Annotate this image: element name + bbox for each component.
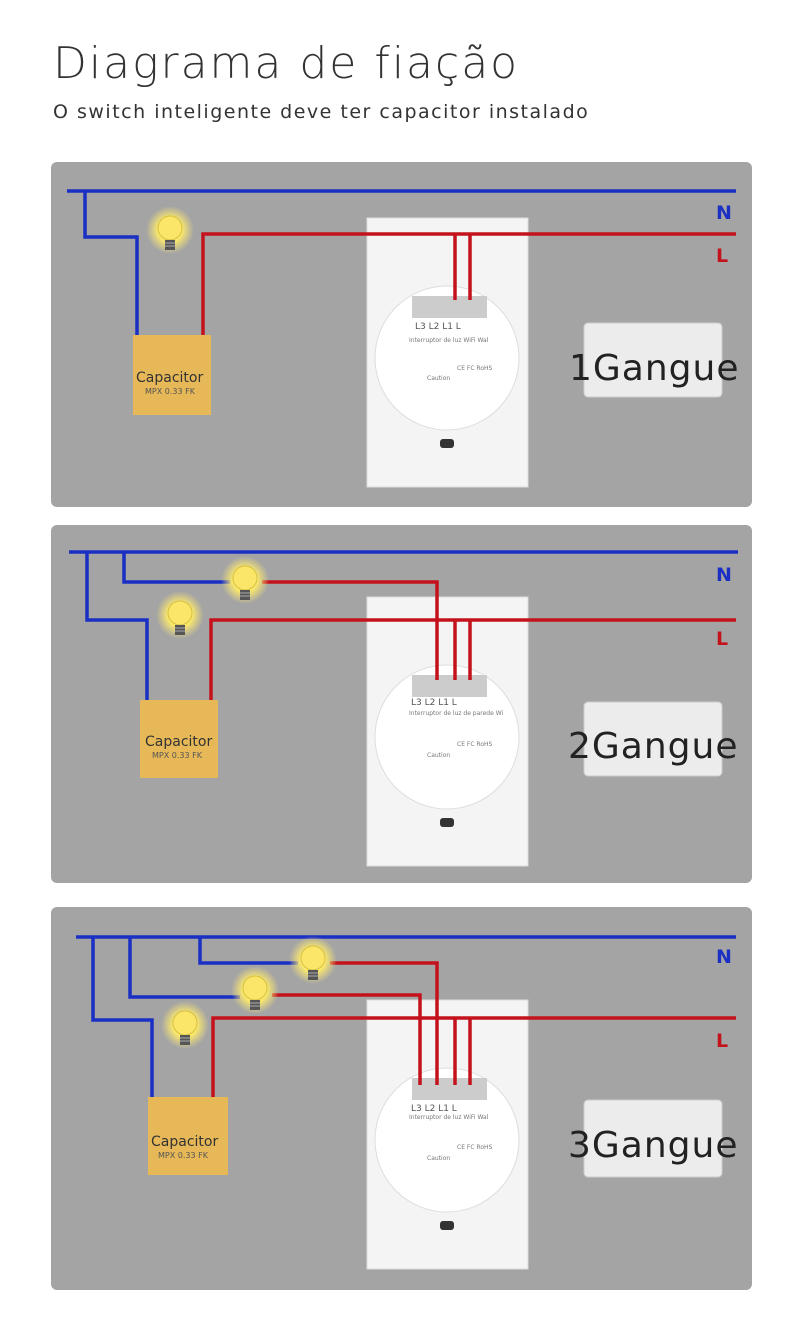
panel-1gang: L3 L2 L1 L Interruptor de luz WiFi Wal C… (51, 162, 752, 507)
light-bulb-icon (288, 935, 338, 985)
switch-text: Interruptor de luz WiFi Wal (409, 1114, 489, 1121)
neutral-label: N (716, 946, 732, 968)
page-subtitle: O switch inteligente deve ter capacitor … (53, 101, 590, 123)
switch-plate: L3 L2 L1 L Interruptor de luz de parede … (366, 596, 529, 867)
page-title: Diagrama de fiação (53, 38, 520, 89)
caution-text: Caution (427, 752, 450, 759)
capacitor: Capacitor MPX 0.33 FK (148, 1097, 228, 1175)
gang-label: 1Gangue (569, 348, 740, 389)
light-bulb-icon (220, 555, 270, 605)
caution-text: Caution (427, 375, 450, 382)
cert-marks: CE FC RoHS (457, 1144, 493, 1151)
capacitor-model: MPX 0.33 FK (158, 1151, 209, 1160)
switch-text: Interruptor de luz WiFi Wal (409, 337, 489, 344)
light-bulb-icon (155, 590, 205, 640)
light-bulb-icon (145, 205, 195, 255)
switch-plate: L3 L2 L1 L Interruptor de luz WiFi Wal C… (366, 217, 529, 488)
live-label: L (716, 628, 728, 650)
capacitor-label: Capacitor (151, 1134, 218, 1150)
light-bulb-icon (160, 1000, 210, 1050)
capacitor-model: MPX 0.33 FK (145, 387, 196, 396)
live-label: L (716, 1030, 728, 1052)
capacitor: Capacitor MPX 0.33 FK (133, 335, 211, 415)
live-label: L (716, 245, 728, 267)
capacitor-model: MPX 0.33 FK (152, 751, 203, 760)
switch-text: Interruptor de luz de parede Wi (409, 710, 504, 717)
neutral-label: N (716, 564, 732, 586)
cert-marks: CE FC RoHS (457, 741, 493, 748)
capacitor: Capacitor MPX 0.33 FK (140, 700, 218, 778)
capacitor-label: Capacitor (145, 734, 212, 750)
cert-marks: CE FC RoHS (457, 365, 493, 372)
gang-label: 2Gangue (568, 726, 739, 767)
light-bulb-icon (230, 965, 280, 1015)
terminal-labels: L3 L2 L1 L (411, 698, 457, 708)
panel-3gang: L3 L2 L1 L Interruptor de luz WiFi Wal C… (51, 907, 752, 1290)
capacitor-label: Capacitor (136, 370, 203, 386)
terminal-labels: L3 L2 L1 L (415, 322, 461, 332)
gang-label: 3Gangue (568, 1125, 739, 1166)
terminal-labels: L3 L2 L1 L (411, 1104, 457, 1114)
caution-text: Caution (427, 1155, 450, 1162)
neutral-label: N (716, 202, 732, 224)
panel-2gang: L3 L2 L1 L Interruptor de luz de parede … (51, 525, 752, 883)
switch-plate: L3 L2 L1 L Interruptor de luz WiFi Wal C… (366, 999, 529, 1270)
